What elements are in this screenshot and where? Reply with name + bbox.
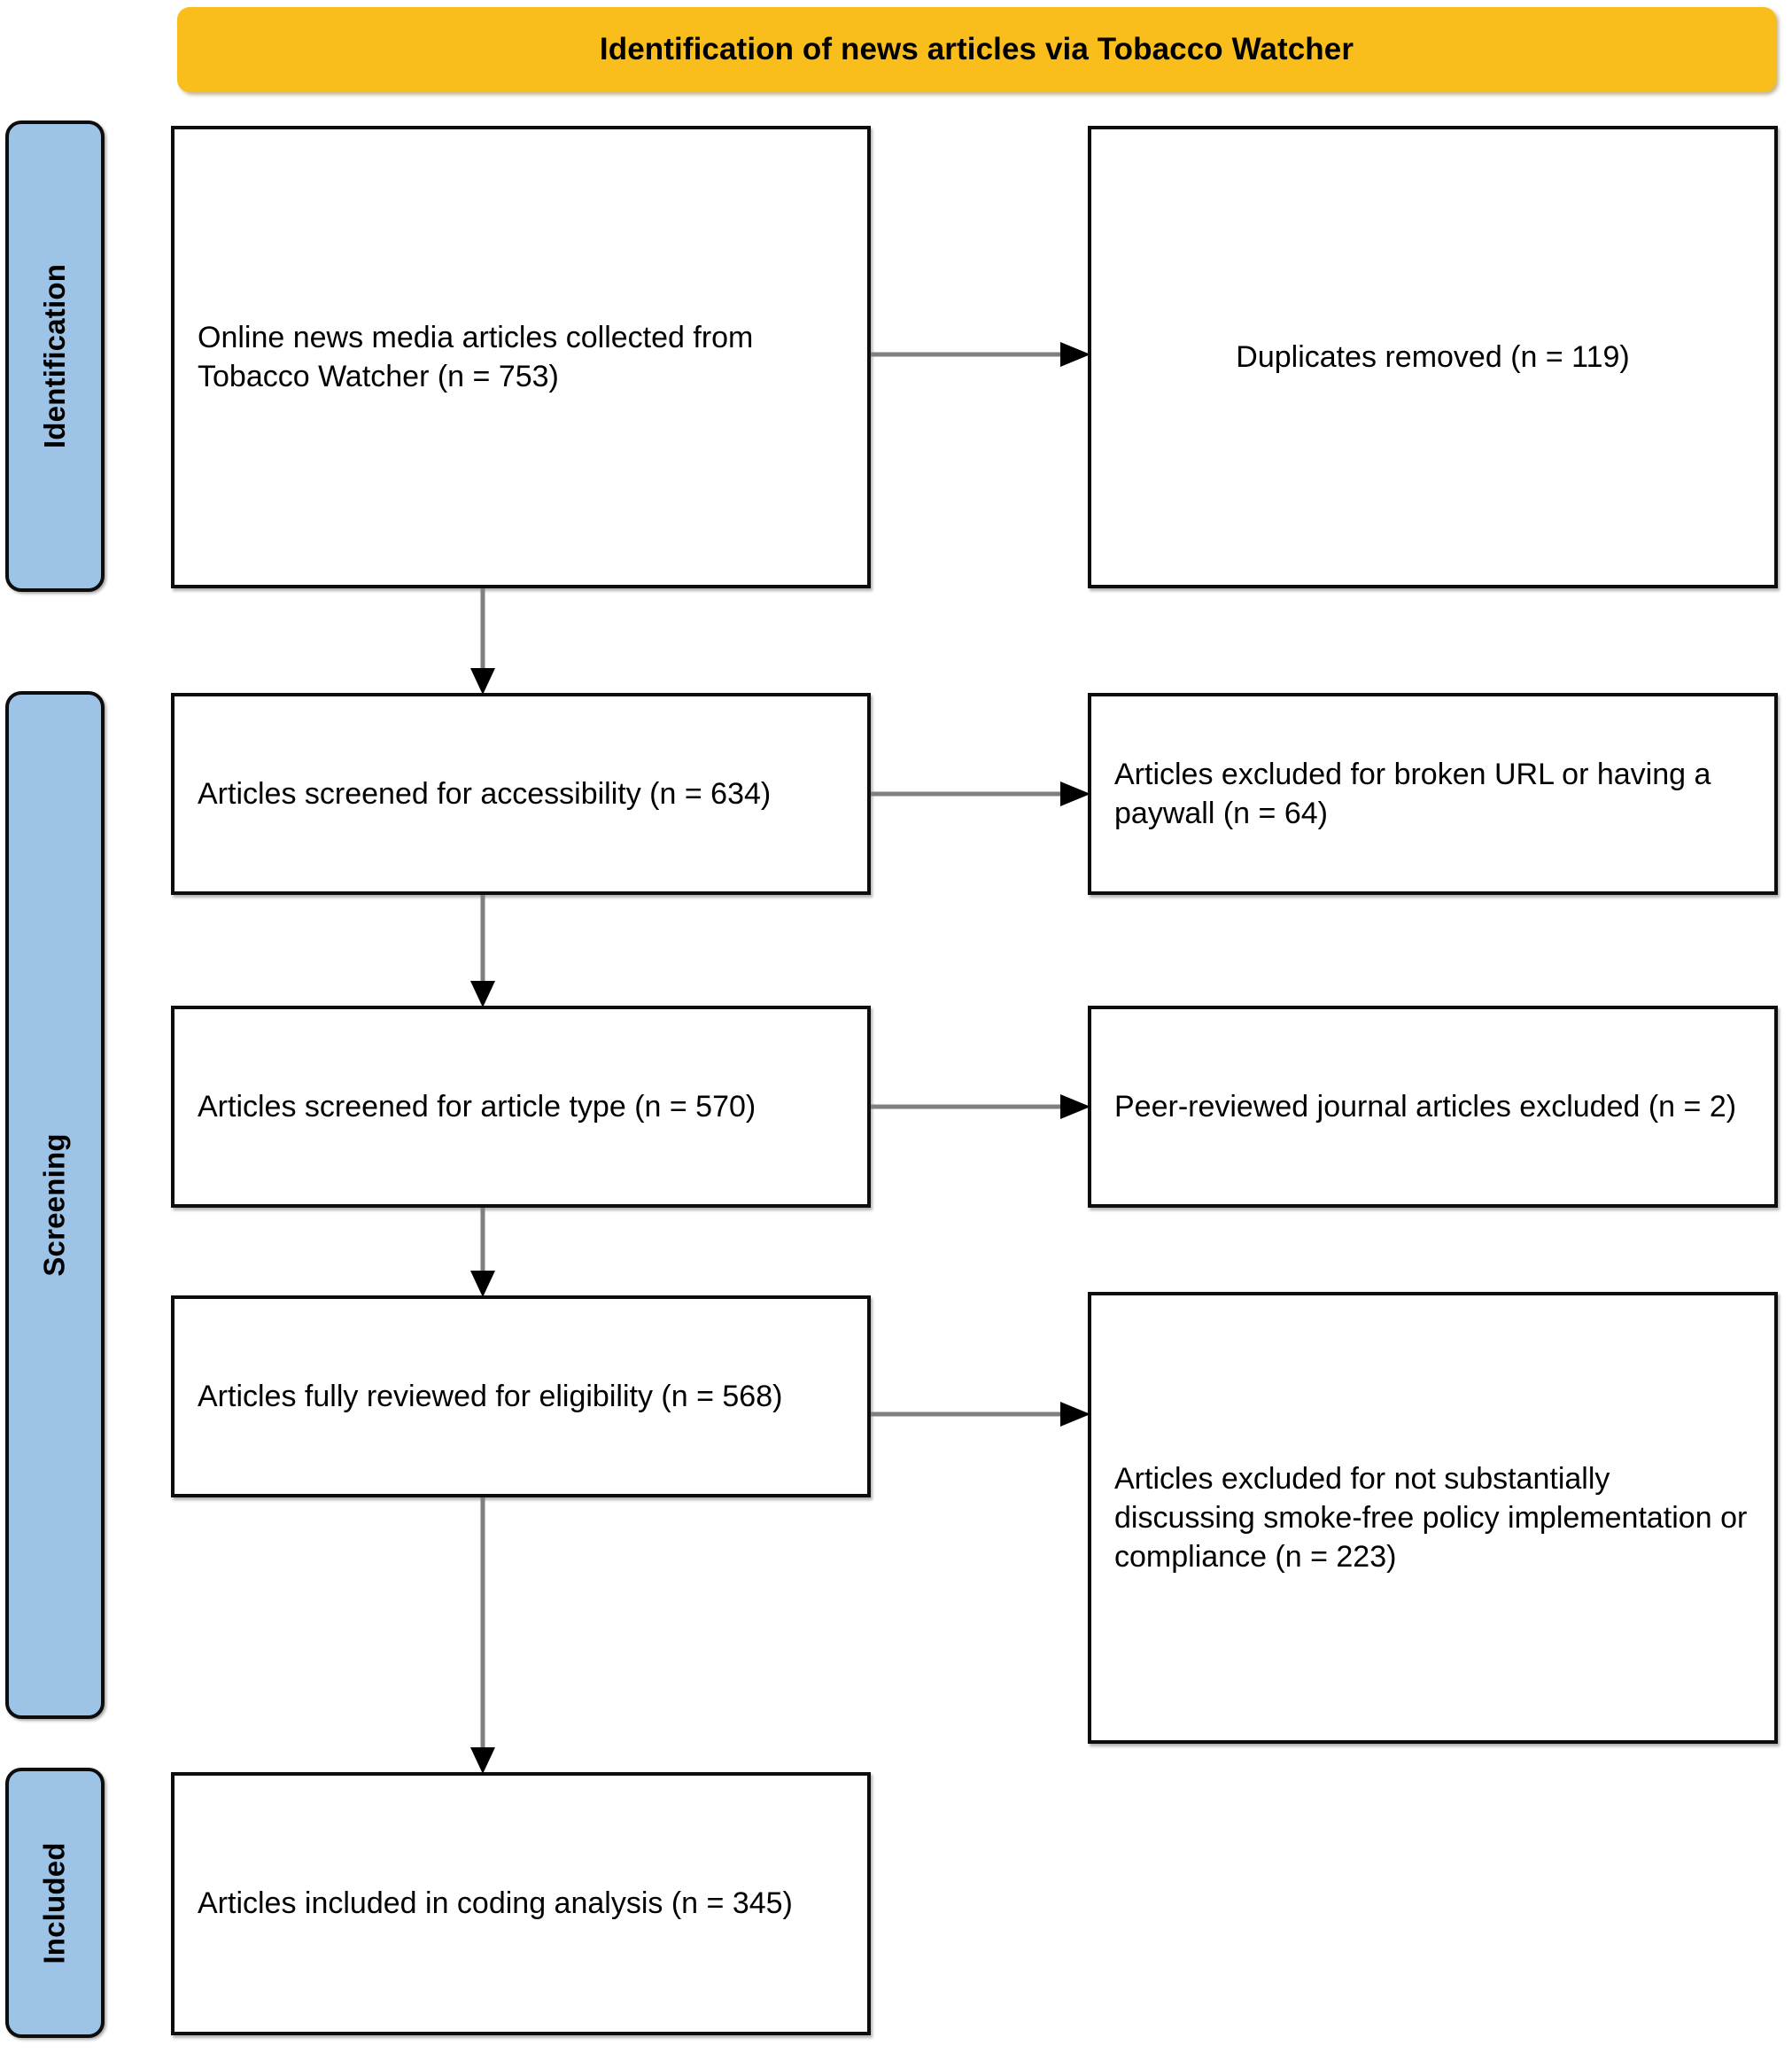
flow-box-articles-collected: Online news media articles collected fro…	[171, 126, 871, 588]
page-title: Identification of news articles via Toba…	[599, 31, 1354, 66]
stage-label-identification: Identification	[38, 263, 72, 449]
flow-box-text-articles-collected: Online news media articles collected fro…	[198, 320, 754, 393]
flow-box-text-included-coding-analysis: Articles included in coding analysis (n …	[198, 1886, 793, 1921]
arrow-collected-to-accessible	[465, 588, 500, 696]
stage-label-included: Included	[38, 1841, 71, 1964]
flow-box-text-reviewed-eligibility: Articles fully reviewed for eligibility …	[198, 1379, 783, 1413]
flow-box-text-excluded-not-discussing: Articles excluded for not substantially …	[1114, 1461, 1748, 1575]
flow-box-screened-accessibility: Articles screened for accessibility (n =…	[171, 693, 871, 895]
flow-box-included-coding-analysis: Articles included in coding analysis (n …	[171, 1772, 871, 2035]
arrow-eligibility-to-notdiscuss	[871, 1396, 1092, 1432]
flow-box-screened-article-type: Articles screened for article type (n = …	[171, 1006, 871, 1208]
arrow-collected-to-duplicates	[871, 337, 1092, 372]
flow-box-text-excluded-broken-url: Articles excluded for broken URL or havi…	[1114, 757, 1711, 830]
diagram-header-banner: Identification of news articles via Toba…	[177, 7, 1776, 92]
flow-box-duplicates-removed: Duplicates removed (n = 119)	[1088, 126, 1778, 588]
arrow-articletype-to-peerreviewed	[871, 1089, 1092, 1124]
stage-bar-included: Included	[5, 1768, 105, 2038]
stage-label-screening: Screening	[38, 1133, 72, 1277]
flow-box-text-screened-article-type: Articles screened for article type (n = …	[198, 1089, 756, 1124]
flow-box-excluded-broken-url: Articles excluded for broken URL or havi…	[1088, 693, 1778, 895]
flow-box-excluded-not-discussing: Articles excluded for not substantially …	[1088, 1292, 1778, 1744]
flow-box-text-screened-accessibility: Articles screened for accessibility (n =…	[198, 776, 772, 811]
flow-box-reviewed-eligibility: Articles fully reviewed for eligibility …	[171, 1295, 871, 1497]
stage-bar-identification: Identification	[5, 121, 105, 592]
arrow-eligibility-to-included	[465, 1497, 500, 1776]
flow-box-text-excluded-peer-reviewed: Peer-reviewed journal articles excluded …	[1114, 1089, 1737, 1124]
arrow-accessible-to-brokenurl	[871, 776, 1092, 812]
stage-bar-screening: Screening	[5, 691, 105, 1719]
arrow-accessible-to-articletype	[465, 895, 500, 1009]
arrow-articletype-to-eligibility	[465, 1208, 500, 1299]
flow-box-text-duplicates-removed: Duplicates removed (n = 119)	[1236, 339, 1630, 374]
flow-box-excluded-peer-reviewed: Peer-reviewed journal articles excluded …	[1088, 1006, 1778, 1208]
